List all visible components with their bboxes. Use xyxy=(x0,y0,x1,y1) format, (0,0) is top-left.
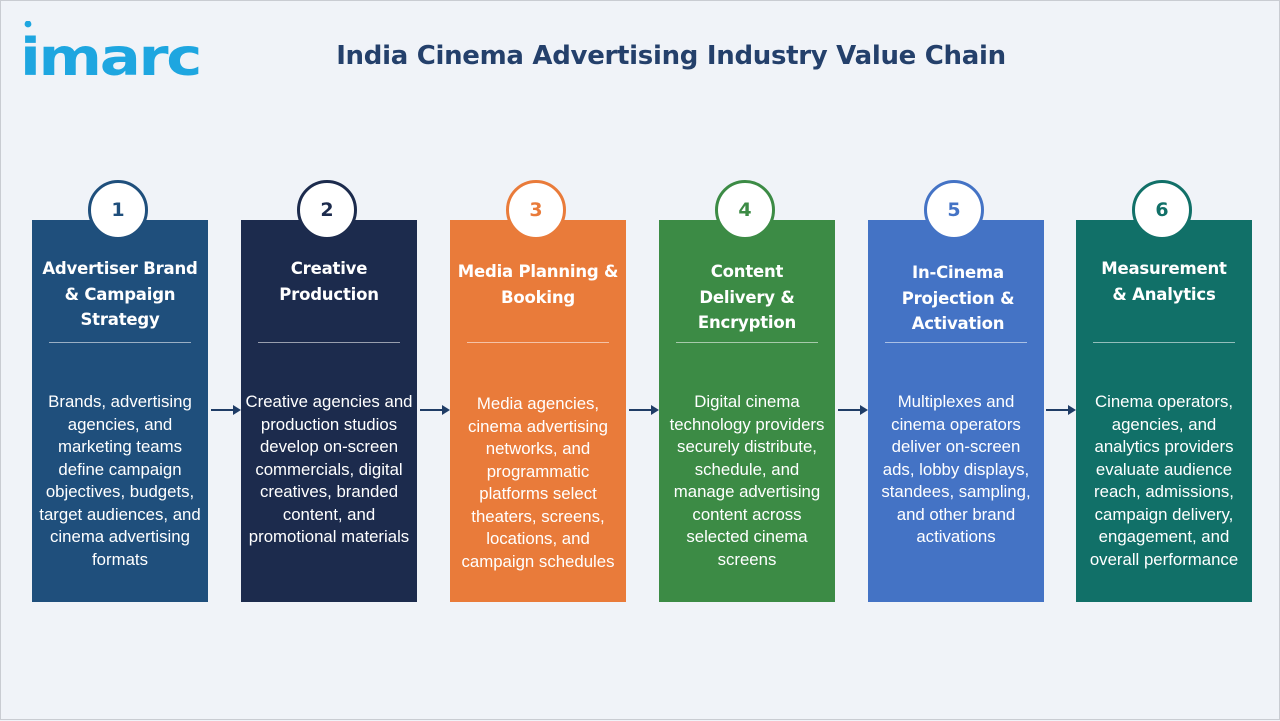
step-description: Media agencies, cinema advertising netwo… xyxy=(461,394,615,571)
step-divider xyxy=(49,342,191,343)
step-title: Advertiser Brand & Campaign Strategy xyxy=(42,259,198,329)
flow-arrow-icon xyxy=(629,404,659,416)
step-divider xyxy=(467,342,609,343)
flow-arrow-icon xyxy=(211,404,241,416)
page-title: India Cinema Advertising Industry Value … xyxy=(336,41,1006,71)
step-title: Content Delivery & Encryption xyxy=(697,262,797,332)
flow-arrow-icon xyxy=(420,404,450,416)
step-title: Media Planning & Booking xyxy=(457,262,619,307)
step-description: Multiplexes and cinema operators deliver… xyxy=(881,392,1031,546)
step-divider xyxy=(885,342,1027,343)
step-description: Creative agencies and production studios… xyxy=(245,392,413,546)
step-title: Measurement & Analytics xyxy=(1101,259,1227,304)
flow-arrow-icon xyxy=(838,404,868,416)
step-divider xyxy=(258,342,400,343)
step-number-badge: 6 xyxy=(1132,180,1192,240)
step-number-badge: 1 xyxy=(88,180,148,240)
step-description: Cinema operators, agencies, and analytic… xyxy=(1089,392,1239,569)
step-card-3: 3 Media Planning & Booking Media agencie… xyxy=(450,180,626,602)
step-card-1: 1 Advertiser Brand & Campaign Strategy B… xyxy=(32,180,208,602)
imarc-logo-mark: imarc xyxy=(20,21,202,81)
imarc-logo: imarc xyxy=(20,21,202,81)
step-card-4: 4 Content Delivery & Encryption Digital … xyxy=(659,180,835,602)
step-title: In-Cinema Projection & Activation xyxy=(901,263,1015,333)
step-divider xyxy=(1093,342,1235,343)
step-card-5: 5 In-Cinema Projection & Activation Mult… xyxy=(868,180,1044,602)
step-description: Digital cinema technology providers secu… xyxy=(669,392,825,569)
step-number-badge: 5 xyxy=(924,180,984,240)
step-card-2: 2 Creative Production Creative agencies … xyxy=(241,180,417,602)
flow-arrow-icon xyxy=(1046,404,1076,416)
step-title: Creative Production xyxy=(279,259,379,304)
value-chain: 1 Advertiser Brand & Campaign Strategy B… xyxy=(32,1,1252,721)
svg-text:imarc: imarc xyxy=(20,28,200,81)
step-divider xyxy=(676,342,818,343)
step-card-6: 6 Measurement & Analytics Cinema operato… xyxy=(1076,180,1252,602)
step-number-badge: 3 xyxy=(506,180,566,240)
step-description: Brands, advertising agencies, and market… xyxy=(39,392,201,569)
step-number-badge: 4 xyxy=(715,180,775,240)
step-number-badge: 2 xyxy=(297,180,357,240)
